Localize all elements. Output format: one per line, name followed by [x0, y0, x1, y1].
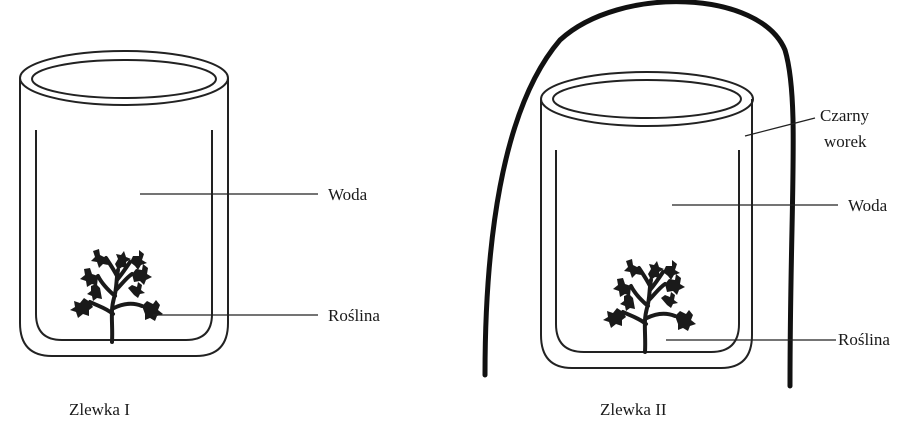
beaker-1: Woda Roślina Zlewka I — [19, 50, 380, 419]
black-bag — [482, 0, 796, 389]
water-label: Woda — [328, 185, 368, 204]
beaker-2: Czarny worek Woda Roślina Zlewka II — [482, 0, 890, 419]
plant-label: Roślina — [328, 306, 380, 325]
water-label: Woda — [848, 196, 888, 215]
bag-label-line1: Czarny — [820, 106, 870, 125]
bag-label-line2: worek — [824, 132, 867, 151]
plant-label: Roślina — [838, 330, 890, 349]
plant-icon — [68, 247, 165, 344]
beaker-caption: Zlewka II — [600, 400, 667, 419]
beaker-caption: Zlewka I — [69, 400, 130, 419]
plant-icon — [601, 257, 698, 354]
